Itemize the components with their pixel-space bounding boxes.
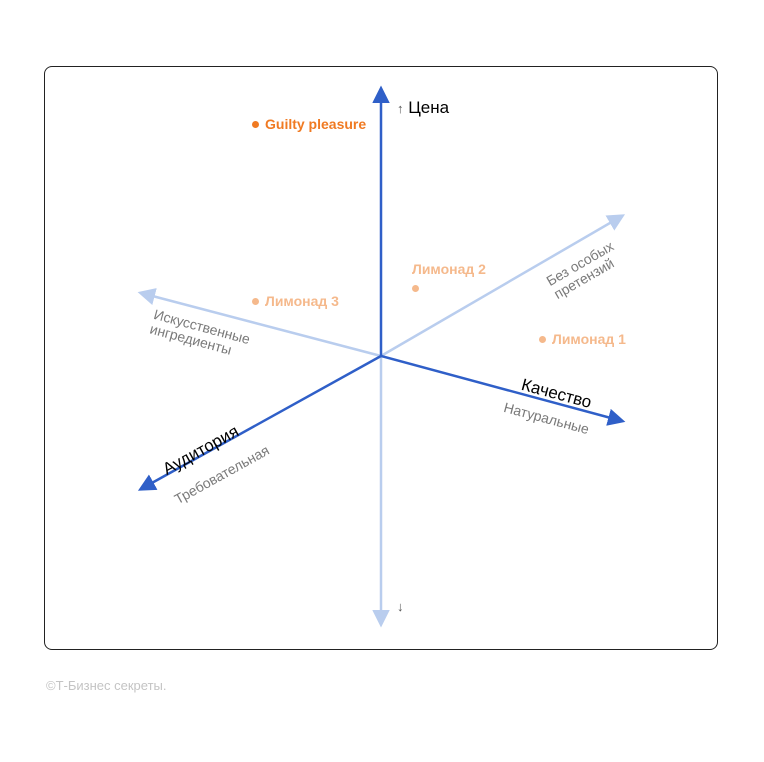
dot-icon	[252, 121, 259, 129]
axis-artificial	[137, 288, 382, 358]
point-label: Guilty pleasure	[265, 116, 367, 132]
point-label: Лимонад 2	[412, 261, 486, 277]
axis-unpretentious	[380, 214, 626, 358]
point-lemonade-1: Лимонад 1	[539, 331, 626, 347]
axis-audience	[137, 354, 382, 491]
axis-quality	[380, 354, 626, 426]
dot-icon	[412, 285, 419, 292]
price-label-text: Цена	[408, 98, 450, 117]
price-axis-label: ↑ Цена	[397, 98, 450, 118]
point-label: Лимонад 1	[552, 331, 626, 347]
arrow-up-icon: ↑	[397, 101, 404, 116]
point-lemonade-2: Лимонад 2	[412, 261, 486, 277]
arrow-down-icon: ↓	[397, 599, 404, 614]
point-lemonade-3: Лимонад 3	[252, 293, 339, 309]
point-label: Лимонад 3	[265, 293, 339, 309]
dot-icon	[539, 336, 546, 344]
dot-icon	[252, 298, 259, 306]
point-guilty-pleasure: Guilty pleasure	[252, 116, 367, 132]
copyright-credit: ©Т-Бизнес секреты.	[46, 678, 167, 693]
